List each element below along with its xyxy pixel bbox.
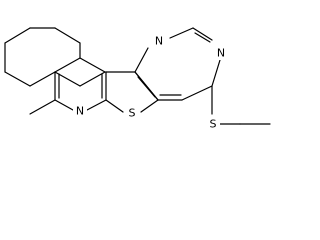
bond bbox=[105, 99, 124, 113]
bond bbox=[140, 99, 159, 113]
cyclohexane-ring bbox=[4, 27, 81, 87]
structure-canvas: N N N S S bbox=[4, 27, 271, 131]
methylthio-group bbox=[211, 85, 271, 125]
bond bbox=[4, 71, 31, 87]
bond bbox=[192, 27, 213, 41]
methyl-bond bbox=[29, 99, 56, 115]
bond bbox=[4, 27, 31, 44]
bond bbox=[134, 47, 149, 73]
molecule-structure: N N N S S bbox=[4, 27, 271, 131]
pyrimidine-ring bbox=[134, 27, 221, 101]
bond bbox=[194, 32, 211, 43]
atom-n-top: N bbox=[155, 35, 163, 48]
bond bbox=[54, 27, 81, 44]
bond bbox=[181, 85, 213, 101]
bond bbox=[86, 99, 107, 111]
atom-labels: N N N S S bbox=[73, 34, 228, 131]
bond bbox=[79, 57, 106, 73]
pyridine-ring bbox=[54, 42, 107, 111]
bond bbox=[54, 57, 81, 73]
atom-s-methylthio: S bbox=[210, 118, 217, 131]
bond bbox=[79, 71, 106, 87]
atom-n-pyridine: N bbox=[76, 105, 84, 118]
atom-s-ring: S bbox=[129, 107, 136, 120]
bond bbox=[134, 71, 159, 101]
bond bbox=[169, 27, 194, 39]
atom-n-right: N bbox=[217, 47, 225, 60]
bond bbox=[54, 99, 74, 111]
bond bbox=[211, 59, 221, 87]
bond bbox=[29, 71, 56, 87]
